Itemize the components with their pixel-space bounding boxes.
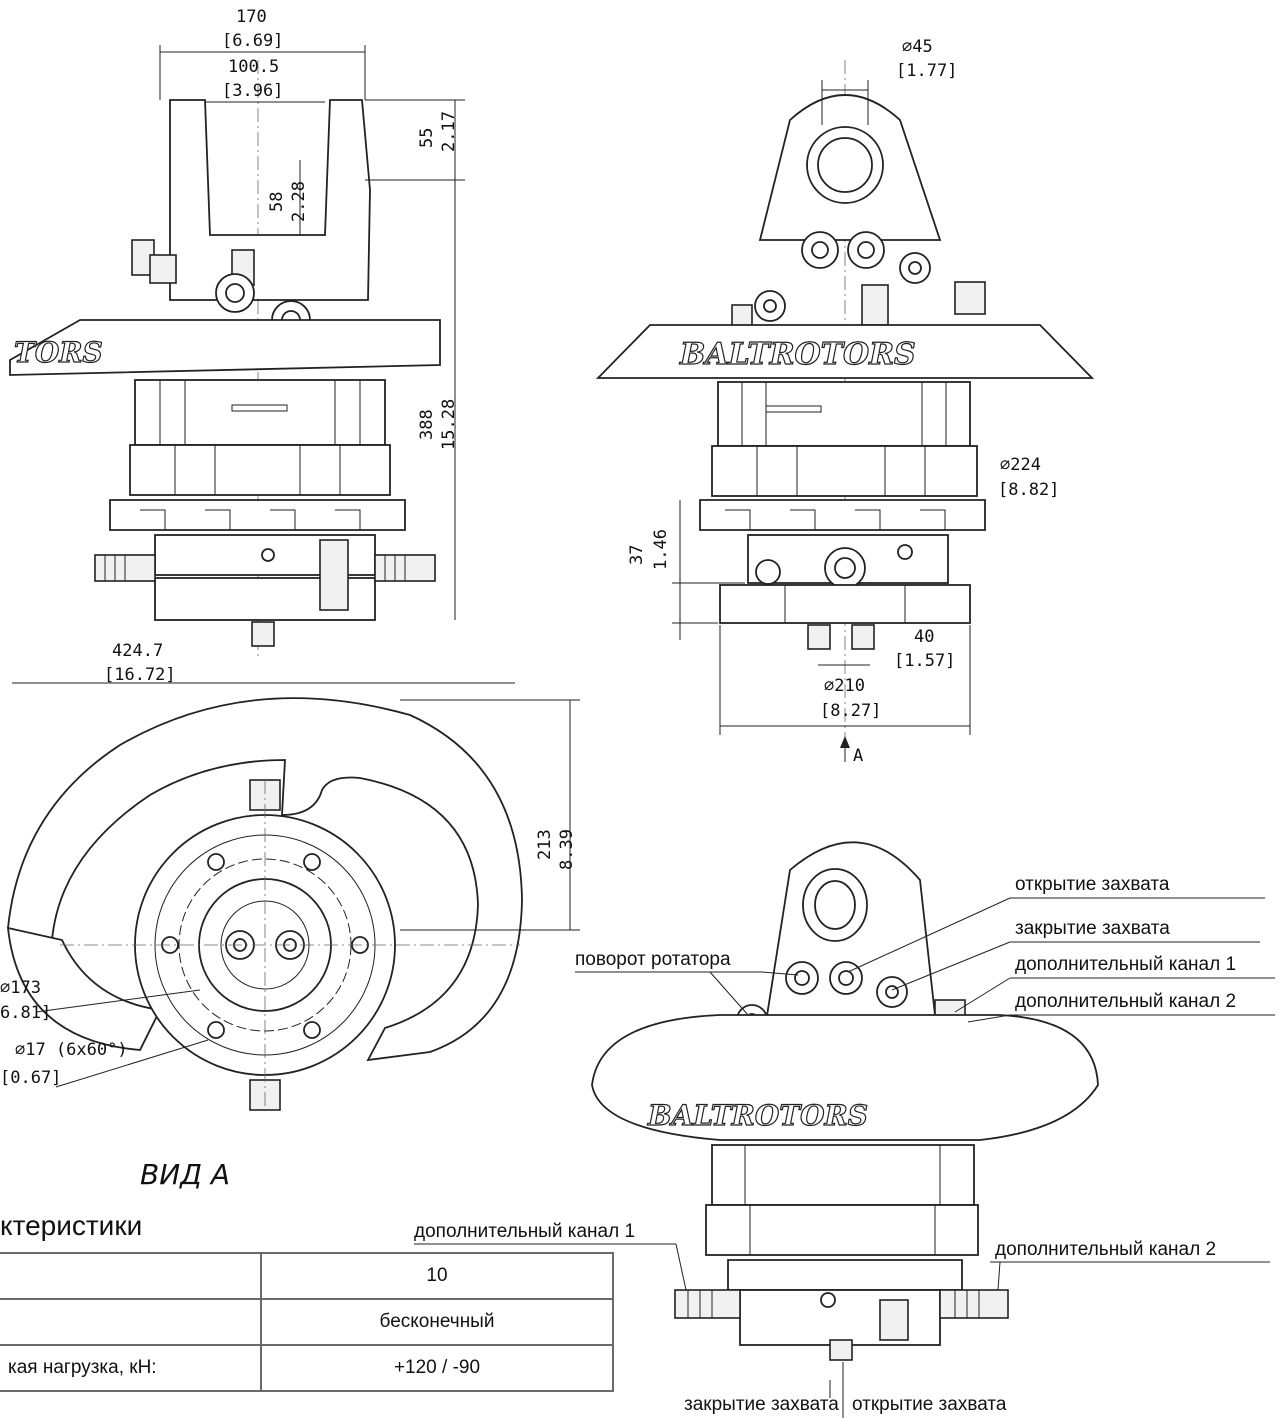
spec-value: 10 bbox=[260, 1252, 614, 1300]
dim-front-height: 388 bbox=[417, 409, 437, 440]
spec-key bbox=[0, 1298, 262, 1346]
dim-front-top: 55 bbox=[417, 128, 437, 148]
dim-flange-width: 424.7 bbox=[112, 641, 163, 661]
dim-holes: ∅17 (6x60°) bbox=[15, 1040, 128, 1060]
bottom-view: 213 8.39 ∅173 6.81] ∅17 (6x60°) [0.67] bbox=[0, 697, 580, 1111]
label-bottom-open: открытие захвата bbox=[852, 1394, 1007, 1415]
specs-title: ктеристики bbox=[0, 1210, 143, 1241]
side-flange-brand: BALTROTORS bbox=[679, 337, 916, 372]
spec-value: бесконечный bbox=[260, 1298, 614, 1346]
table-row: 10 bbox=[0, 1252, 614, 1300]
dim-body-dia: ∅224 bbox=[1000, 455, 1041, 475]
dim-front-width: 170 bbox=[236, 7, 267, 27]
dim-bolt-circle-in: 6.81] bbox=[0, 1003, 51, 1023]
dim-bottom-depth-in: 8.39 bbox=[557, 829, 577, 870]
dim-pin-dia-in: [1.77] bbox=[896, 61, 957, 81]
view-marker-a: A bbox=[853, 746, 863, 766]
table-row: бесконечный bbox=[0, 1298, 614, 1346]
view-a-title: ВИД А bbox=[140, 1158, 231, 1191]
dim-front-inner: 100.5 bbox=[228, 57, 279, 77]
isometric-view: BALTROTORS bbox=[591, 841, 1099, 1361]
dim-ports-in: [1.57] bbox=[894, 651, 955, 671]
dim-front-height-in: 15.28 bbox=[439, 399, 459, 450]
dim-holes-in: [0.67] bbox=[0, 1068, 61, 1088]
dim-ports: 40 bbox=[914, 627, 934, 647]
dim-bottom-depth: 213 bbox=[535, 829, 555, 860]
spec-value: +120 / -90 bbox=[260, 1344, 614, 1392]
label-bottom-close: закрытие захвата bbox=[684, 1394, 839, 1415]
specs-table: 10 бесконечный кая нагрузка, кН: +120 / … bbox=[0, 1252, 614, 1392]
table-row: кая нагрузка, кН: +120 / -90 bbox=[0, 1344, 614, 1392]
iso-flange-brand: BALTROTORS bbox=[647, 1099, 868, 1132]
dim-bolt-circle: ∅173 bbox=[0, 978, 41, 998]
dim-base-h: 37 bbox=[627, 545, 647, 565]
dim-front-inner-in: [3.96] bbox=[222, 81, 283, 101]
dim-front-top-in: 2.17 bbox=[439, 111, 459, 152]
dim-flange-width-in: [16.72] bbox=[104, 665, 176, 685]
port-labels: открытие захвата закрытие захвата дополн… bbox=[414, 874, 1275, 1418]
dim-base-dia-in: [8.27] bbox=[820, 701, 881, 721]
front-flange-brand: TORS bbox=[14, 336, 103, 369]
dim-base-h-in: 1.46 bbox=[651, 529, 671, 570]
label-aux-2: дополнительный канал 2 bbox=[1015, 991, 1236, 1012]
label-gripper-close: закрытие захвата bbox=[1015, 918, 1170, 939]
spec-key bbox=[0, 1252, 262, 1300]
side-view: BALTROTORS ∅45 [1.77] ∅224 [8.82] 37 1.4… bbox=[595, 37, 1095, 766]
dim-pin-dia: ∅45 bbox=[902, 37, 933, 57]
dim-front-slot: 58 bbox=[267, 192, 287, 212]
label-aux-2-lower: дополнительный канал 2 bbox=[995, 1239, 1216, 1260]
label-rotation: поворот ротатора bbox=[575, 949, 731, 970]
dim-front-width-in: [6.69] bbox=[222, 31, 283, 51]
label-gripper-open: открытие захвата bbox=[1015, 874, 1170, 895]
label-aux-1: дополнительный канал 1 bbox=[1015, 954, 1236, 975]
dim-body-dia-in: [8.82] bbox=[998, 480, 1059, 500]
front-view: TORS 170 [6.69] 100.5 [3.96] 55 2.17 bbox=[9, 7, 515, 685]
dim-front-slot-in: 2.28 bbox=[289, 181, 309, 222]
dim-base-dia: ∅210 bbox=[824, 676, 865, 696]
label-aux-1-lower: дополнительный канал 1 bbox=[414, 1221, 635, 1242]
spec-key: кая нагрузка, кН: bbox=[0, 1344, 262, 1392]
